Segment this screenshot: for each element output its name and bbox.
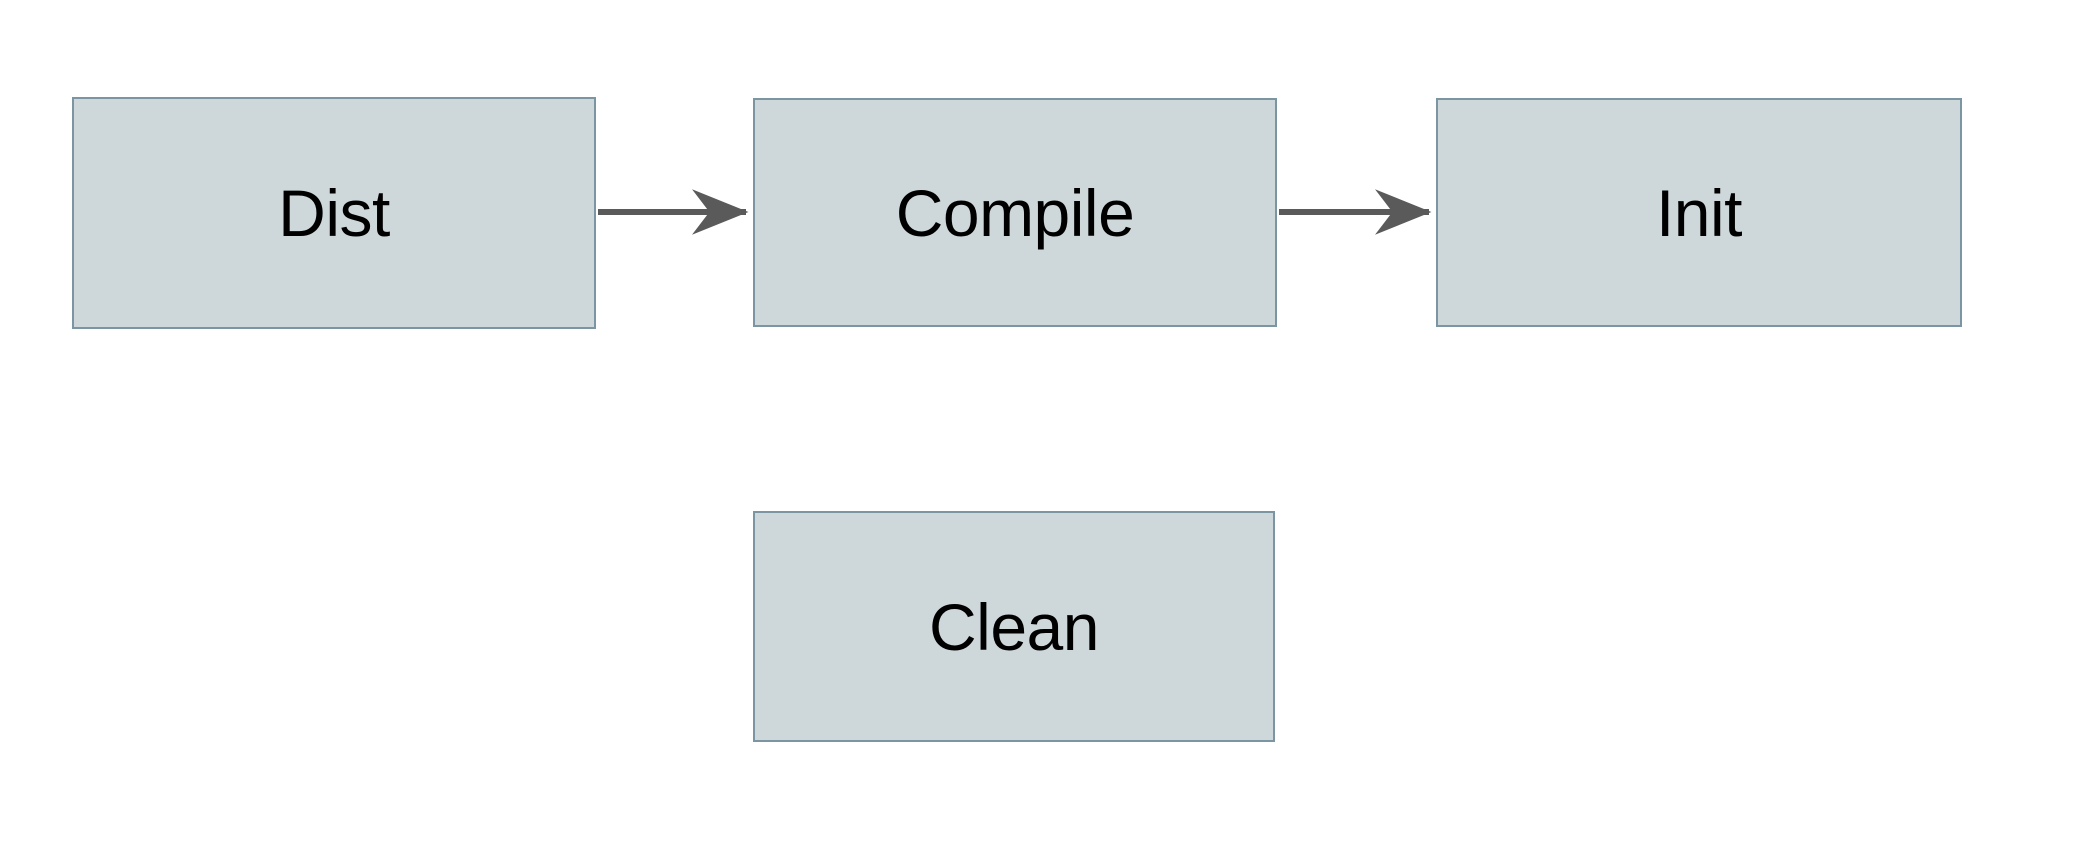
node-init[interactable]: Init	[1436, 98, 1962, 327]
node-label-init: Init	[1655, 175, 1743, 250]
node-clean[interactable]: Clean	[753, 511, 1275, 742]
node-label-dist: Dist	[278, 176, 390, 250]
node-label-compile: Compile	[895, 175, 1135, 250]
node-label-clean: Clean	[929, 589, 1099, 664]
node-dist[interactable]: Dist	[72, 97, 596, 329]
node-compile[interactable]: Compile	[753, 98, 1277, 327]
